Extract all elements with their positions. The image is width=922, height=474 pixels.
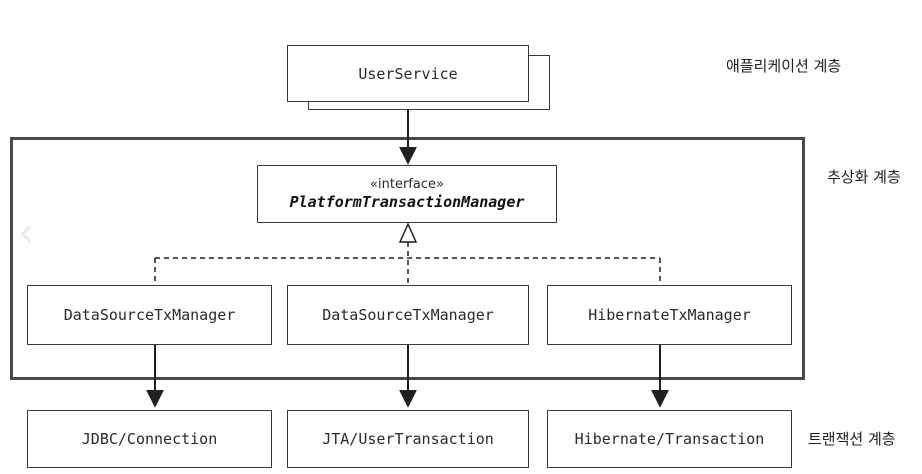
- chevron-left-icon[interactable]: ‹: [18, 210, 34, 256]
- abstraction-layer-label: 추상화 계층: [827, 168, 901, 186]
- platform-transaction-manager-box: «interface» PlatformTransactionManager: [257, 165, 557, 223]
- tech-box-2: JTA/UserTransaction: [287, 410, 529, 468]
- impl-box-2: DataSourceTxManager: [287, 285, 529, 345]
- impl-label-1: DataSourceTxManager: [63, 306, 236, 324]
- tech-label-2: JTA/UserTransaction: [322, 430, 494, 448]
- userservice-label: UserService: [358, 64, 458, 83]
- realization-arrowhead: [398, 222, 418, 243]
- tech-box-1: JDBC/Connection: [27, 410, 272, 468]
- impl-label-2: DataSourceTxManager: [322, 306, 494, 324]
- impl-box-1: DataSourceTxManager: [27, 285, 272, 345]
- impl-box-3: HibernateTxManager: [547, 285, 792, 345]
- application-layer-label: 애플리케이션 계층: [726, 57, 842, 75]
- transaction-layer-label: 트랜잭션 계층: [808, 430, 896, 448]
- tech-box-3: Hibernate/Transaction: [547, 410, 792, 468]
- tech-label-1: JDBC/Connection: [81, 430, 218, 448]
- impl-label-3: HibernateTxManager: [588, 306, 751, 324]
- tech-label-3: Hibernate/Transaction: [574, 430, 765, 448]
- userservice-box: UserService: [287, 45, 529, 102]
- interface-name: PlatformTransactionManager: [289, 192, 525, 211]
- interface-stereotype: «interface»: [370, 176, 444, 192]
